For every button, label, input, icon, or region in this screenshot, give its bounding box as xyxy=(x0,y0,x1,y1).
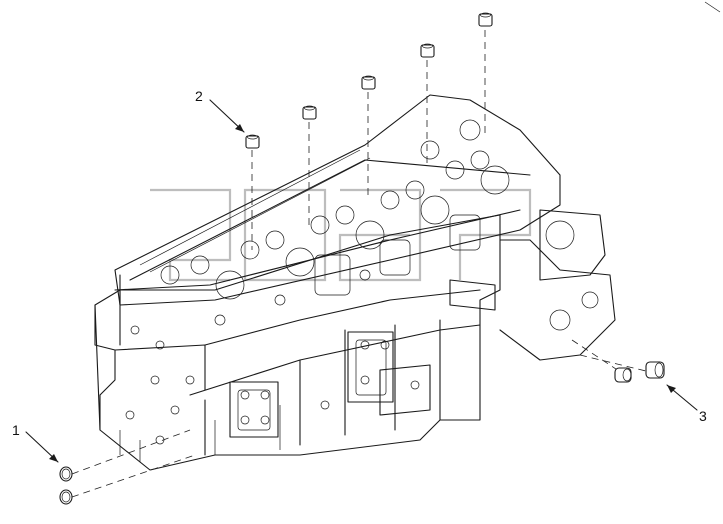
plug-5 xyxy=(478,12,493,135)
callout-2-label: 2 xyxy=(195,88,203,104)
watermark-logo xyxy=(150,188,532,282)
plug-3 xyxy=(361,75,376,195)
head-plugs xyxy=(245,12,493,250)
callout-1: 1 xyxy=(12,422,59,463)
o-ring-lower xyxy=(59,489,73,505)
cylinder-head xyxy=(114,94,561,326)
side-plugs xyxy=(571,339,665,383)
o-rings xyxy=(59,429,196,505)
valve-bosses xyxy=(160,119,510,300)
plug-2 xyxy=(302,105,317,225)
callout-1-label: 1 xyxy=(12,422,20,438)
engine-block xyxy=(94,214,501,471)
side-plug-2 xyxy=(645,361,665,379)
callout-3-label: 3 xyxy=(699,408,707,424)
corner-mark xyxy=(704,1,721,13)
callout-3-arrowhead xyxy=(667,385,676,393)
rear-housing xyxy=(449,209,616,361)
side-plug-1 xyxy=(614,367,632,383)
callout-2: 2 xyxy=(195,88,245,133)
plug-1 xyxy=(245,134,260,250)
callout-1-arrowhead xyxy=(49,454,58,462)
plug-4 xyxy=(420,43,435,165)
callout-2-arrowhead xyxy=(235,124,244,132)
o-ring-upper xyxy=(59,466,73,482)
callout-3: 3 xyxy=(666,384,707,424)
